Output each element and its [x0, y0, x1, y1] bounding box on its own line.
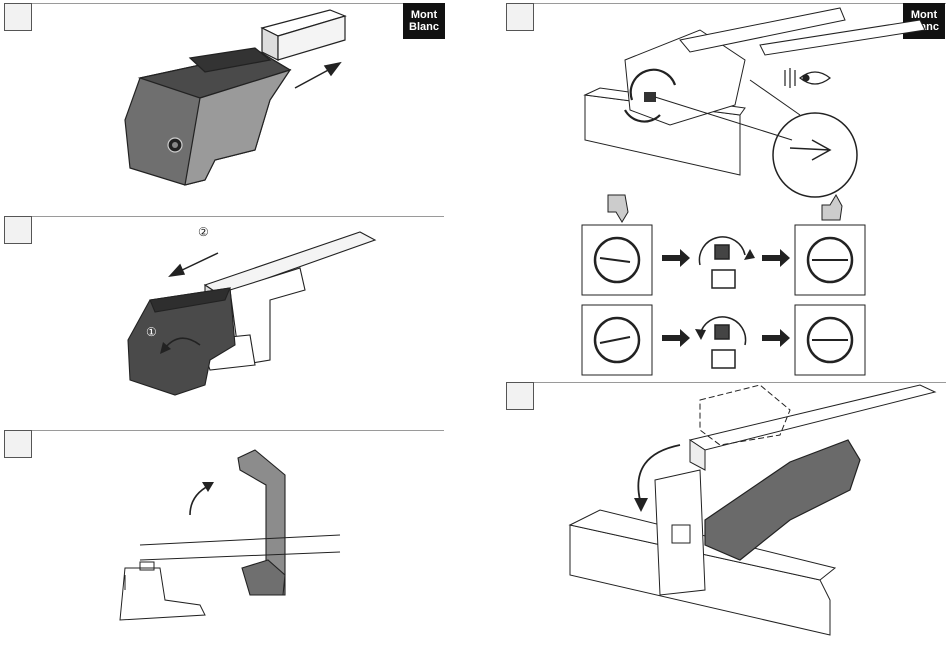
bracket-5 [655, 470, 705, 595]
foot-cover-5 [705, 440, 860, 560]
press-arrowhead-5 [634, 498, 648, 512]
